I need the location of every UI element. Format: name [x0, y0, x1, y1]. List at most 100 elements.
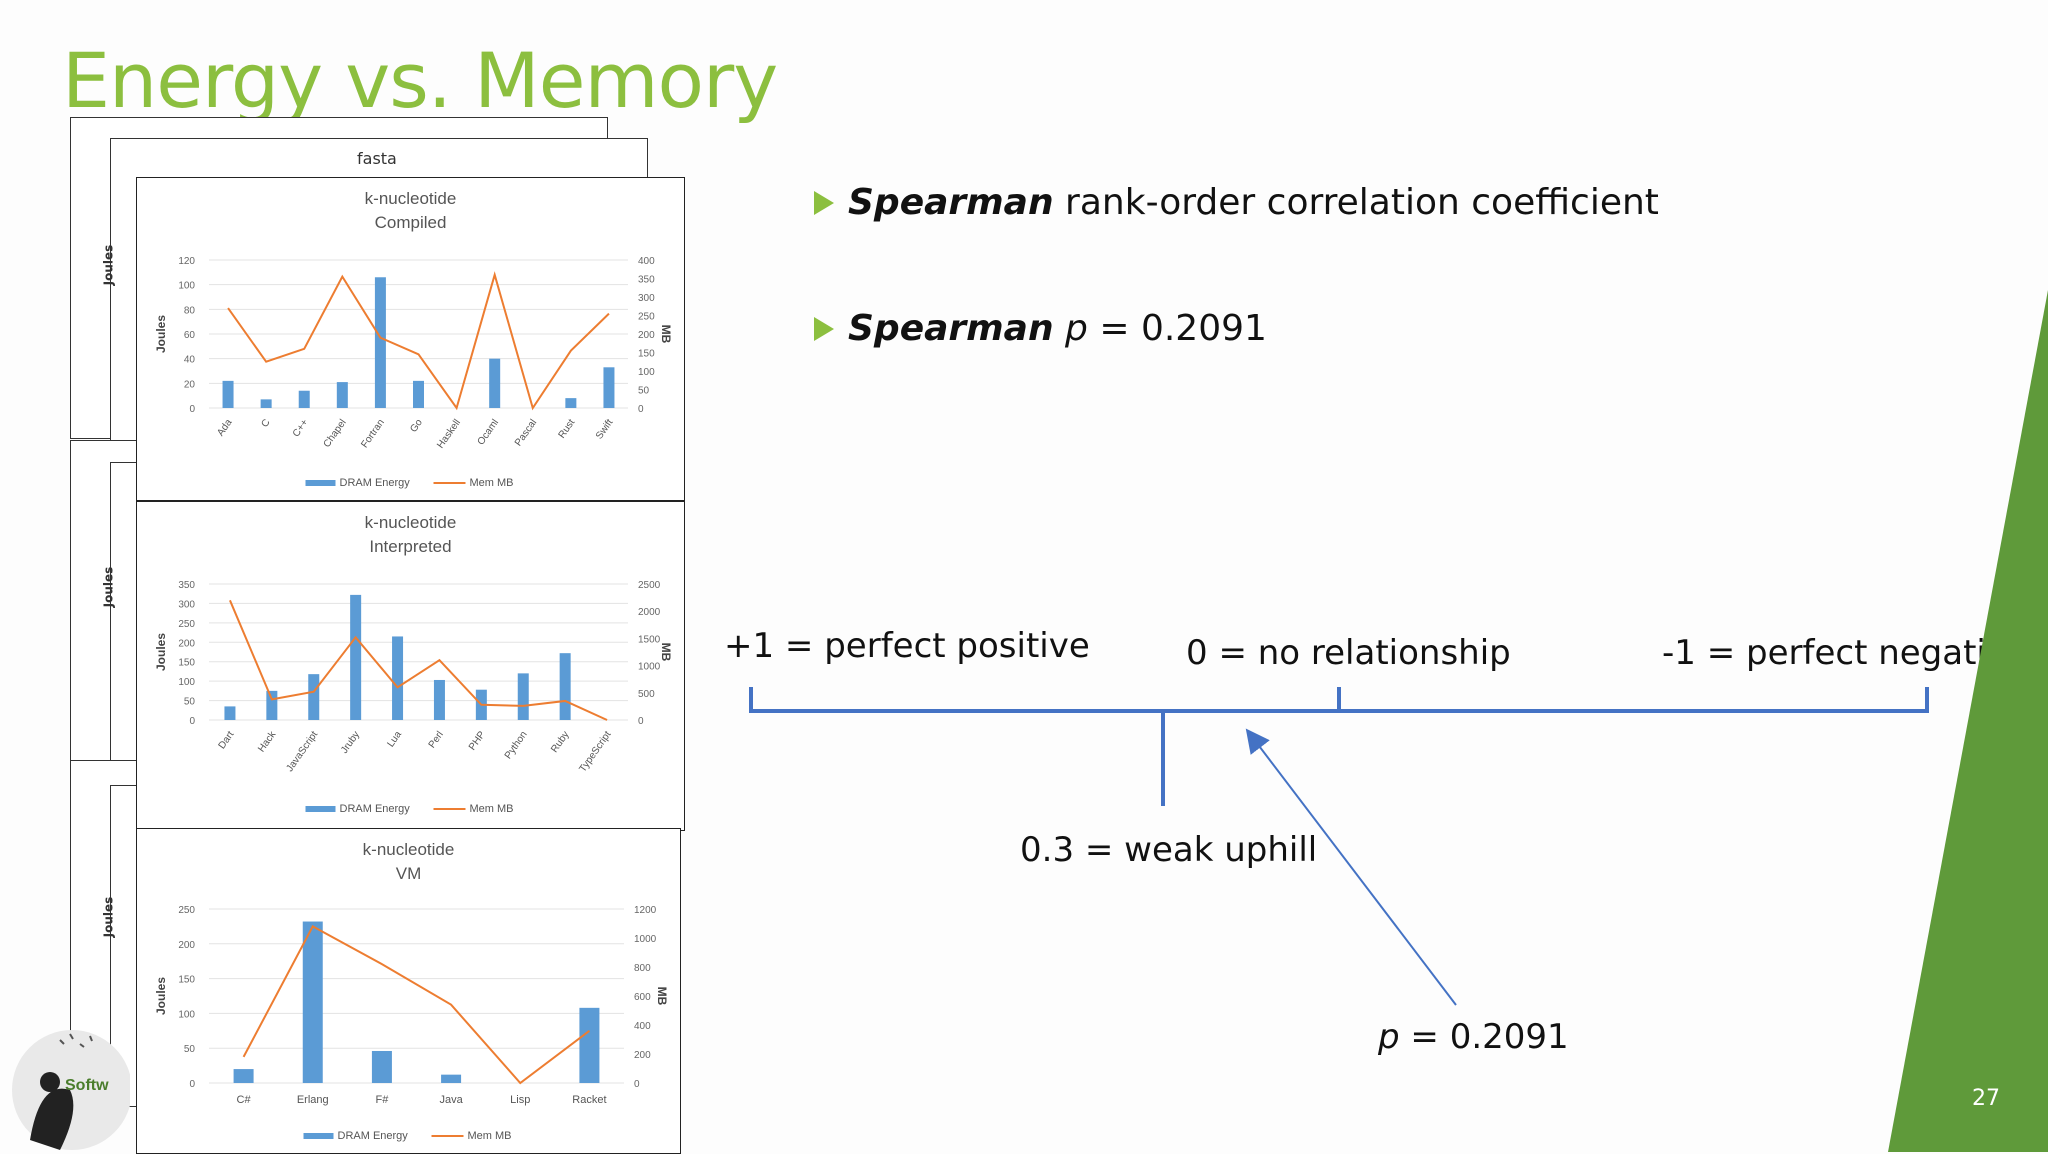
bar — [559, 653, 571, 720]
y2-tick-label: 1000 — [634, 934, 657, 945]
y2-tick-label: 250 — [638, 312, 655, 323]
bar — [392, 636, 404, 720]
y-tick-label: 80 — [184, 305, 196, 316]
y-axis-label: Joules — [154, 315, 168, 353]
legend-label: DRAM Energy — [340, 803, 411, 815]
x-tick-label: Haskell — [435, 417, 463, 450]
x-tick-label: Lua — [385, 729, 404, 749]
x-tick-label: Pascal — [513, 417, 539, 448]
y-tick-label: 0 — [189, 1079, 195, 1090]
x-tick-label: Java — [439, 1094, 463, 1106]
bar — [222, 380, 234, 408]
y-tick-label: 200 — [178, 638, 195, 649]
bar — [579, 1007, 600, 1083]
x-tick-label: Ada — [215, 417, 234, 438]
y2-axis-label: MB — [659, 643, 673, 662]
bullet-triangle-icon — [814, 316, 834, 341]
bar — [374, 277, 386, 408]
y-tick-label: 100 — [178, 1009, 195, 1020]
x-tick-label: Rust — [557, 417, 578, 440]
x-tick-label: TypeScript — [577, 729, 613, 774]
x-tick-label: Ocaml — [476, 417, 502, 447]
bar — [298, 390, 310, 408]
y2-tick-label: 2000 — [638, 607, 661, 618]
bullet-triangle-icon — [814, 190, 834, 215]
legend-label: Mem MB — [468, 1130, 512, 1142]
y2-tick-label: 800 — [634, 963, 651, 974]
y-tick-label: 120 — [178, 256, 195, 267]
y2-tick-label: 50 — [638, 386, 650, 397]
chart-title: k-nucleotide — [365, 189, 457, 208]
y2-tick-label: 400 — [634, 1021, 651, 1032]
y2-tick-label: 0 — [638, 716, 644, 727]
y-tick-label: 50 — [184, 1044, 196, 1055]
bullet-italic: Spearman — [848, 182, 1054, 223]
y2-tick-label: 600 — [634, 992, 651, 1003]
bar — [302, 921, 323, 1083]
y2-tick-label: 300 — [638, 293, 655, 304]
bullet-p-symbol: p — [1065, 308, 1088, 349]
p-value-arrow — [1245, 728, 1457, 1006]
bullet-spearman-value: Spearman p = 0.2091 — [814, 308, 1267, 349]
x-tick-label: Dart — [217, 729, 237, 751]
bar — [413, 380, 424, 408]
x-tick-label: Lisp — [510, 1094, 530, 1106]
background-axis-label: Joules — [101, 566, 116, 608]
y2-tick-label: 200 — [634, 1050, 651, 1061]
y-tick-label: 0 — [189, 716, 195, 727]
lab-logo: Softw — [12, 1030, 130, 1150]
x-tick-label: Racket — [572, 1094, 606, 1106]
chart-interpreted-svg: k-nucleotideInterpreted05010015020025030… — [154, 513, 673, 815]
x-tick-label: Perl — [427, 729, 446, 750]
background-axis-label: Joules — [101, 244, 116, 286]
x-tick-label: Hack — [256, 729, 279, 755]
y-tick-label: 20 — [184, 379, 196, 390]
slide-title: Energy vs. Memory — [62, 36, 778, 125]
legend-label: Mem MB — [470, 477, 514, 489]
p-value-text: = 0.2091 — [1399, 1017, 1569, 1057]
bullet-text: rank-order correlation coefficient — [1053, 182, 1659, 223]
scale-weak-label: 0.3 = weak uphill — [1020, 830, 1318, 870]
y-tick-label: 100 — [178, 677, 195, 688]
y2-tick-label: 150 — [638, 349, 655, 360]
x-tick-label: C# — [237, 1094, 252, 1106]
bar — [371, 1050, 392, 1083]
bar — [489, 358, 501, 408]
y-tick-label: 300 — [178, 599, 195, 610]
legend-swatch-bar — [303, 1133, 334, 1139]
y-tick-label: 250 — [178, 619, 195, 630]
logo-text: Softw — [65, 1077, 109, 1094]
legend-label: Mem MB — [470, 803, 514, 815]
x-tick-label: C — [259, 417, 272, 429]
series-line — [227, 271, 610, 411]
scale-negative-label: -1 = perfect negative — [1662, 633, 2027, 673]
y-tick-label: 40 — [184, 355, 196, 366]
y2-axis-label: MB — [659, 325, 673, 344]
bar — [517, 673, 529, 720]
y2-tick-label: 200 — [638, 330, 655, 341]
scale-zero-label: 0 = no relationship — [1186, 633, 1511, 673]
x-tick-label: Fortran — [359, 417, 386, 450]
x-tick-label: Ruby — [549, 729, 571, 754]
bar — [266, 690, 278, 720]
y2-tick-label: 350 — [638, 275, 655, 286]
series-line — [242, 925, 591, 1085]
x-tick-label: Swift — [594, 417, 616, 441]
y-tick-label: 0 — [189, 404, 195, 415]
y-tick-label: 200 — [178, 940, 195, 951]
bullet-spearman-definition: Spearman rank-order correlation coeffici… — [814, 182, 1659, 223]
y-axis-label: Joules — [154, 977, 168, 1015]
bar — [336, 382, 348, 408]
chart-subtitle: VM — [396, 864, 422, 883]
y2-axis-label: MB — [655, 987, 669, 1006]
x-tick-label: Go — [408, 417, 425, 435]
x-tick-label: Jruby — [339, 729, 362, 755]
y-tick-label: 50 — [184, 697, 196, 708]
x-tick-label: Erlang — [297, 1094, 329, 1106]
chart-subtitle: Compiled — [375, 213, 447, 232]
background-axis-label: Joules — [101, 896, 116, 938]
series-line — [229, 599, 608, 721]
bullet-italic: Spearman — [848, 308, 1054, 349]
